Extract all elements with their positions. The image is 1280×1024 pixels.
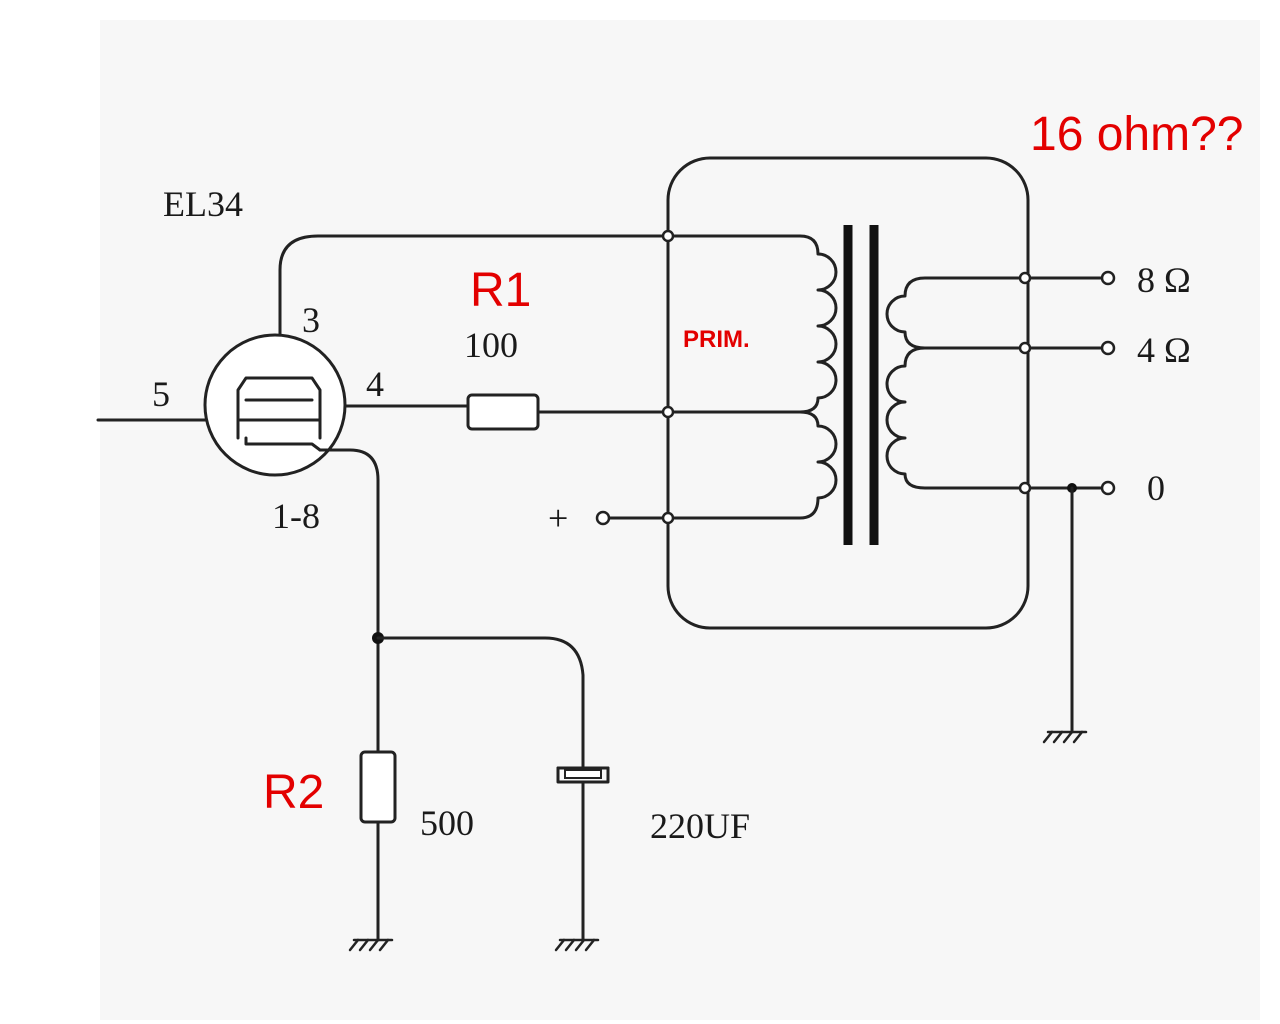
paper-background [100, 20, 1260, 1020]
r1-resistor [466, 393, 540, 431]
tap-4-label: 4 Ω [1137, 330, 1191, 370]
r2-name: R2 [263, 766, 324, 819]
pin-screen-label: 4 [366, 364, 384, 404]
ground-symbol-r2 [348, 938, 394, 952]
ground-symbol-output [1042, 730, 1088, 744]
tube-label: EL34 [163, 184, 243, 224]
question-annotation: 16 ohm?? [1030, 108, 1244, 161]
ground-symbol-cap [554, 938, 600, 952]
node-tap-0 [1018, 481, 1032, 495]
output-terminal-0 [1100, 480, 1116, 496]
tap-0-label: 0 [1147, 468, 1165, 508]
node-bplus [661, 511, 675, 525]
pin-cathode-label: 1-8 [272, 496, 320, 536]
r2-value: 500 [420, 803, 474, 843]
node-tap-4 [1018, 341, 1032, 355]
tube-screen-grid [236, 376, 322, 440]
tube-envelope [203, 333, 347, 477]
tap-8-label: 8 Ω [1137, 260, 1191, 300]
cap-wire [376, 636, 585, 770]
cap-value: 220UF [650, 806, 750, 846]
output-terminal-4 [1100, 340, 1116, 356]
r1-name: R1 [470, 264, 531, 317]
r2-resistor [359, 750, 397, 824]
node-centertap [661, 405, 675, 419]
primary-winding [666, 234, 838, 520]
pin-grid-label: 5 [152, 374, 170, 414]
transformer-outline [666, 156, 1030, 630]
tube-cathode [244, 436, 322, 452]
node-tap-8 [1018, 271, 1032, 285]
bplus-terminal [595, 510, 611, 526]
output-terminal-8 [1100, 270, 1116, 286]
secondary-winding [885, 276, 1027, 490]
cathode-wire [318, 448, 380, 754]
anode-wire [278, 234, 802, 380]
pin-anode-label: 3 [302, 300, 320, 340]
r1-value: 100 [464, 325, 518, 365]
el34-tube [203, 333, 347, 477]
primary-label: PRIM. [683, 326, 750, 353]
node-anode [661, 229, 675, 243]
bplus-label: + [548, 498, 568, 538]
